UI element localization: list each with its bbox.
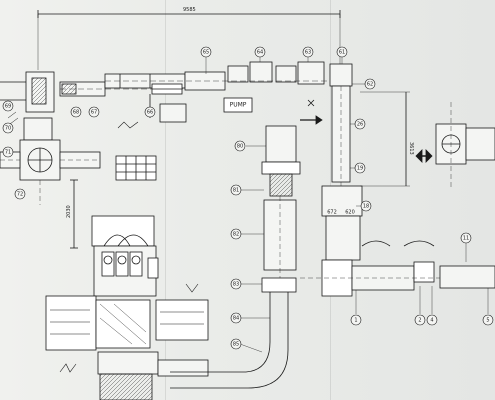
callout-85: 85 — [233, 342, 239, 348]
callout-leaders — [205, 56, 489, 353]
callout-67: 67 — [91, 110, 97, 116]
pump-label: PUMP — [230, 102, 247, 109]
callout-18: 18 — [363, 204, 369, 210]
callout-66: 66 — [147, 110, 153, 116]
callout-2: 2 — [418, 318, 421, 324]
callout-84: 84 — [233, 316, 239, 322]
right-dimension-line — [360, 91, 410, 187]
dimension-left-text: 2030 — [66, 205, 72, 218]
callout-63: 63 — [305, 50, 311, 56]
callout-71: 71 — [5, 150, 11, 156]
tank-value-right: 620 — [345, 210, 355, 216]
callout-62: 62 — [367, 82, 373, 88]
top-pipe-run — [59, 61, 330, 129]
callout-4: 4 — [430, 318, 433, 324]
center-vertical-column — [170, 125, 301, 389]
callout-83: 83 — [233, 282, 239, 288]
callout-26: 26 — [357, 122, 363, 128]
callout-81: 81 — [233, 188, 239, 194]
right-vertical-assembly — [300, 63, 495, 297]
callout-72: 72 — [17, 192, 23, 198]
callout-82: 82 — [233, 232, 239, 238]
callout-5: 5 — [486, 318, 489, 324]
tank-value-left: 672 — [327, 210, 337, 216]
dimension-top-text: 9585 — [183, 7, 196, 13]
callout-68: 68 — [73, 110, 79, 116]
callout-65: 65 — [203, 50, 209, 56]
top-dimension-line — [37, 10, 341, 70]
left-dimension-line — [70, 179, 78, 249]
callout-69: 69 — [5, 104, 11, 110]
callout-19: 19 — [357, 166, 363, 172]
callout-11: 11 — [463, 236, 469, 242]
far-right-detail — [415, 102, 495, 190]
callout-64: 64 — [257, 50, 263, 56]
paper-fold-line — [165, 0, 166, 400]
dimension-right-text: 3613 — [408, 142, 414, 155]
callout-70: 70 — [5, 126, 11, 132]
left-feed-assembly — [0, 71, 101, 205]
grid-panel — [115, 155, 157, 181]
callout-1: 1 — [354, 318, 357, 324]
callout-80: 80 — [237, 144, 243, 150]
callout-61: 61 — [339, 50, 345, 56]
